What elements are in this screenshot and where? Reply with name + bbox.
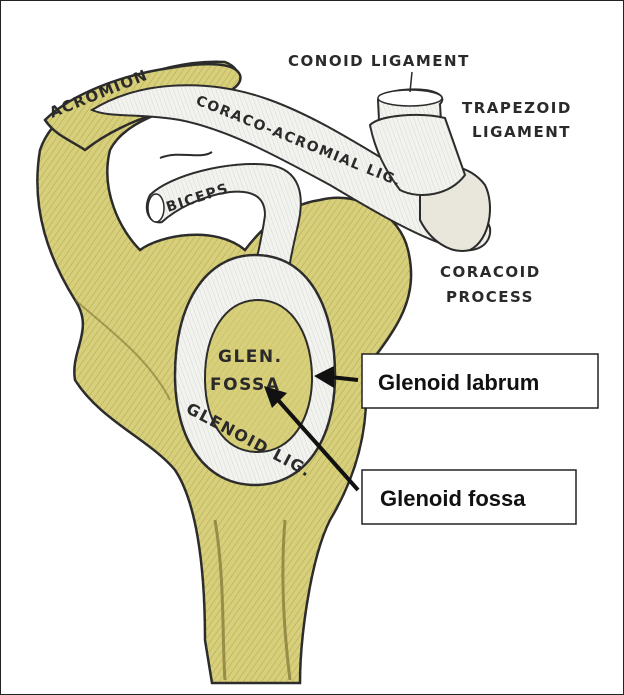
label-conoid-ligament: CONOID LIGAMENT	[288, 52, 470, 70]
callout-glenoid-labrum-text: Glenoid labrum	[378, 370, 539, 395]
label-glen: GLEN.	[218, 347, 283, 367]
label-trapezoid-line2: LIGAMENT	[472, 123, 571, 141]
label-coracoid-line2: PROCESS	[446, 288, 534, 306]
callout-glenoid-labrum: Glenoid labrum	[362, 354, 598, 408]
callout-glenoid-fossa: Glenoid fossa	[362, 470, 576, 524]
callout-glenoid-fossa-text: Glenoid fossa	[380, 486, 526, 511]
label-trapezoid-line1: TRAPEZOID	[462, 99, 572, 117]
label-coracoid-line1: CORACOID	[440, 263, 541, 281]
